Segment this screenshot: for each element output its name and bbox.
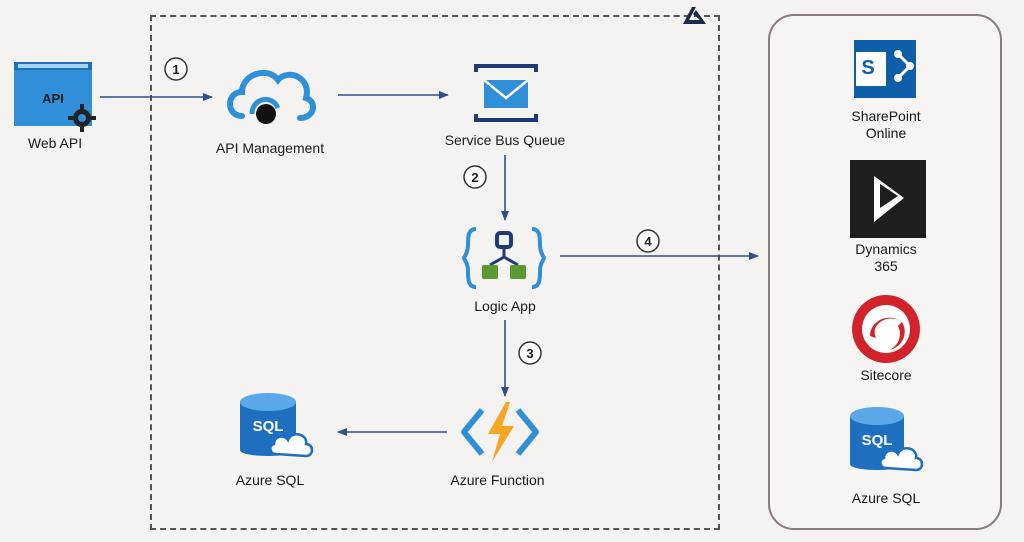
azure-function-icon xyxy=(461,402,539,462)
service-bus-queue-icon xyxy=(474,64,538,122)
dynamics-365-icon xyxy=(850,160,926,238)
step-1-number: 1 xyxy=(172,62,180,77)
dynamics-label-line2: 365 xyxy=(874,258,898,274)
sharepoint-label-line1: SharePoint xyxy=(851,108,921,124)
logic-app-icon xyxy=(462,227,546,289)
web-api-badge: API xyxy=(42,91,64,106)
api-management-icon xyxy=(227,69,317,124)
sitecore-icon xyxy=(852,295,920,363)
step-2-number: 2 xyxy=(471,170,479,185)
azure-boundary xyxy=(150,15,720,530)
azure-function-label: Azure Function xyxy=(450,472,545,488)
api-management-label: API Management xyxy=(215,140,325,156)
step-4-number: 4 xyxy=(644,234,652,249)
sharepoint-badge: S xyxy=(861,57,875,79)
sitecore-label: Sitecore xyxy=(860,367,912,383)
step-3-marker xyxy=(518,341,542,365)
azure-sql-badge: SQL xyxy=(252,418,284,435)
sharepoint-icon xyxy=(854,40,916,98)
step-1-marker xyxy=(164,57,188,81)
azure-sql-label: Azure SQL xyxy=(235,472,305,488)
azure-logo-icon xyxy=(683,7,706,24)
azure-sql-icon xyxy=(240,393,314,458)
service-bus-queue-label: Service Bus Queue xyxy=(444,132,566,148)
step-4-marker xyxy=(636,229,660,253)
logic-app-label: Logic App xyxy=(474,298,536,314)
web-api-icon xyxy=(14,62,96,132)
dynamics-label-line1: Dynamics xyxy=(855,241,917,257)
azure-sql-external-label: Azure SQL xyxy=(851,490,921,506)
step-3-number: 3 xyxy=(526,346,534,361)
sharepoint-label-line2: Online xyxy=(865,125,907,141)
web-api-label: Web API xyxy=(27,135,83,151)
step-2-marker xyxy=(463,165,487,189)
azure-sql-external-icon xyxy=(850,407,924,472)
azure-sql-external-badge: SQL xyxy=(861,432,893,449)
